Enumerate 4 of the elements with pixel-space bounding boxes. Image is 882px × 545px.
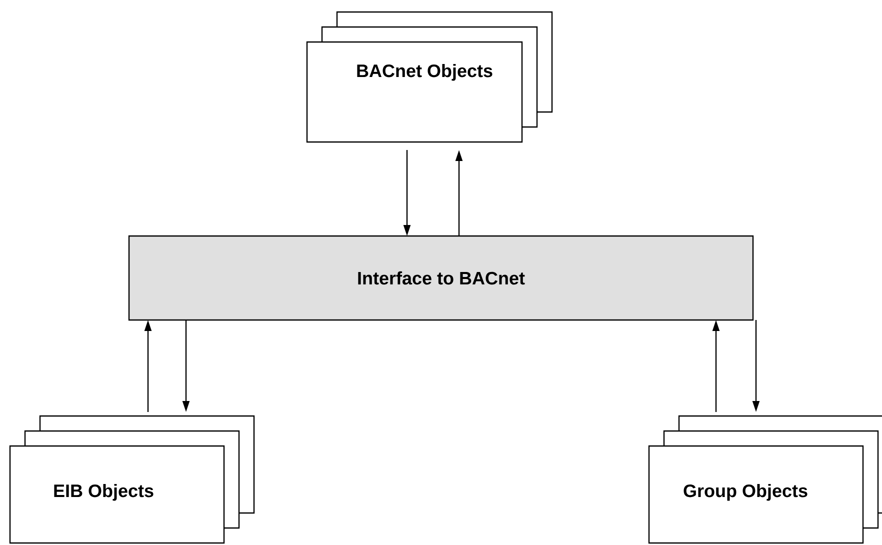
stacked-box: EIB Objects	[9, 415, 255, 544]
interface-band: Interface to BACnet	[128, 235, 754, 321]
stacked-box: Group Objects	[648, 415, 882, 544]
stacked-box: BACnet Objects	[306, 11, 553, 143]
